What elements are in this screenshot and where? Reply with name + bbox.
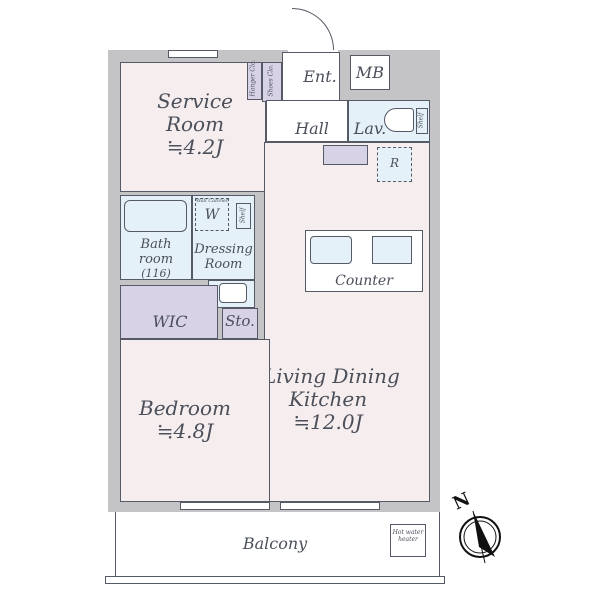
stove-icon [372,236,412,264]
bedroom [120,339,270,502]
ldk-name2: Kitchen [288,387,368,411]
hot-water-heater [390,524,426,557]
bathroom [120,195,192,280]
meter-box [350,55,390,90]
lav-shelf [416,108,428,134]
dressing-shelf [236,203,251,229]
dressing-room [192,195,255,280]
north-compass-icon [455,495,505,565]
wic-label: WIC [152,312,188,331]
bathroom-name2: room [138,251,174,267]
storage [222,308,258,339]
balcony-railing [105,576,445,584]
heater-name2: heater [398,535,418,543]
bedroom-label: Bedroom ≒4.8J [130,397,240,443]
dressing-shelf-label: Shelf [239,207,247,224]
service-room-size: ≒4.2J [166,135,224,159]
meter-box-label: MB [355,63,385,82]
hanger-closet [247,62,262,100]
hall [266,100,348,142]
kitchen-sink-icon [310,236,352,264]
service-room-label: Service Room ≒4.2J [150,90,240,159]
washer-space [195,198,229,231]
balcony [115,512,440,578]
service-room [120,62,266,192]
window-bedroom [180,502,270,510]
balcony-label: Balcony [242,534,308,553]
dressing-room-name1: Dressing [194,242,253,257]
washer-label: W [204,207,220,223]
kitchen-storage [323,145,368,165]
walk-in-closet [120,285,218,339]
bedroom-size: ≒4.8J [156,419,214,443]
service-room-name2: Room [165,112,225,136]
shoes-closet-label: Shoes Clo. [267,64,275,97]
ldk-name1: Living Dining [263,364,400,388]
lav-shelf-label: Shelf [417,112,425,129]
window-ldk [280,502,380,510]
living-dining-kitchen [264,142,430,502]
ldk-size: ≒12.0J [293,410,363,434]
hall-label: Hall [295,119,329,138]
ldk-label: Living Dining Kitchen ≒12.0J [263,364,400,434]
dressing-room-name2: Room [204,256,243,272]
washbasin-icon [219,283,247,303]
hanger-closet-label: Hanger Clo. [249,59,257,97]
counter-label: Counter [335,273,393,289]
bathtub-icon [124,200,187,232]
lavatory-label: Lav. [353,119,387,138]
hot-water-heater-label: Hot water heater [390,529,426,544]
service-room-name: Service [157,89,233,113]
bedroom-name: Bedroom [139,396,231,420]
entrance-label: Ent. [303,67,337,86]
bathroom-label: Bath room (116) [125,237,187,281]
toilet-icon [384,108,414,132]
bathroom-size: (116) [141,266,171,280]
refrigerator-space [377,147,412,182]
entrance-door[interactable] [292,8,334,50]
refrigerator-label: R [389,156,400,170]
window-service-room [168,50,218,58]
dressing-room-label: Dressing Room [192,242,255,273]
wall-cabinet-label: Wall Cabinet [195,198,229,204]
storage-label: Sto. [225,312,255,330]
bathroom-name1: Bath [140,237,172,252]
heater-name1: Hot water [392,529,424,536]
